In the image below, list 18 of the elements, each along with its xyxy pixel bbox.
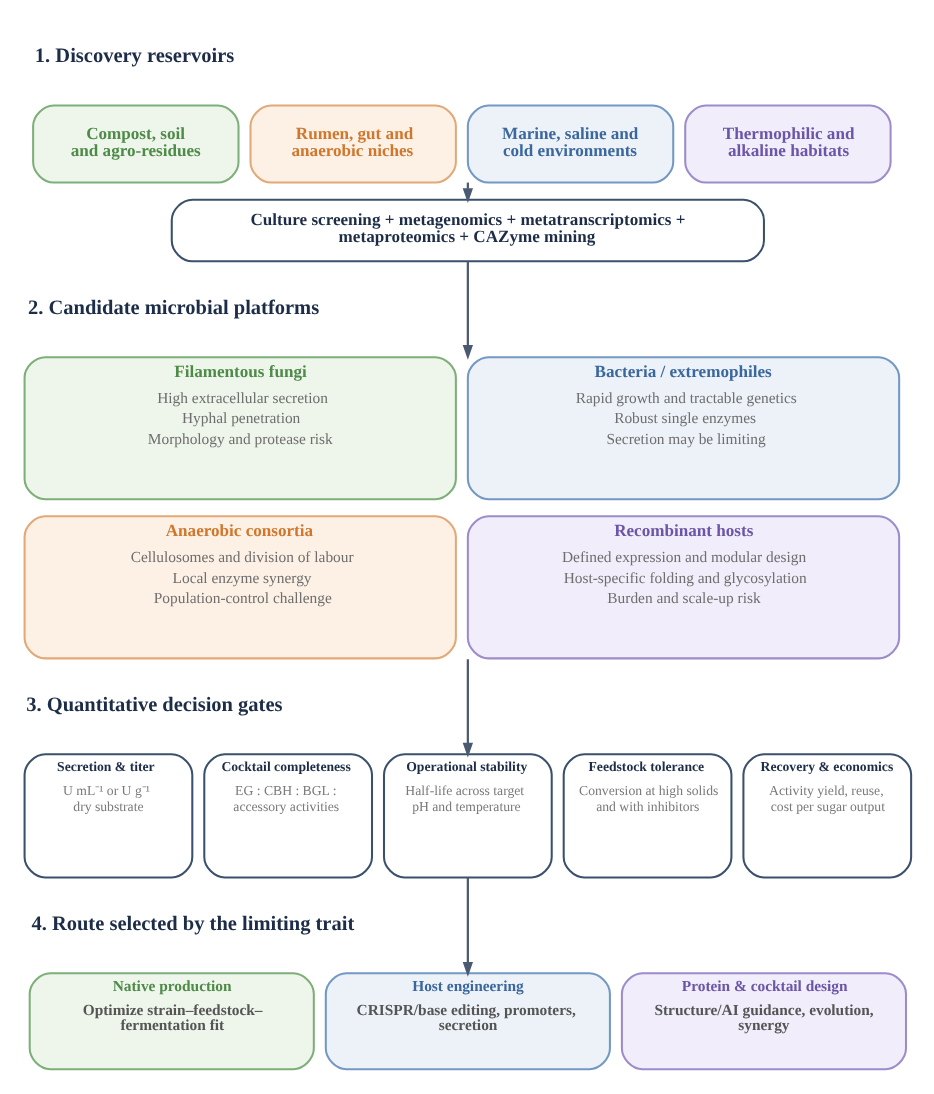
node-box: Marine, saline and cold environments [466,103,675,183]
label: 4. Route selected by the limiting trait [31,912,355,935]
node-box: Protein & cocktail design Structure/AI guidance, evolution, synergy [620,971,908,1070]
node-box: Thermophilic and alkaline habitats [684,103,892,183]
label: 2. Candidate microbial platforms [28,296,320,319]
node-box: Bacteria / extremophiles Rapid growth and tractable genetics Robust single enzymes Secretion may be limiting [466,355,901,500]
node-box: Rumen, gut and anaerobic niches [249,103,457,183]
label: 1. Discovery reservoirs [34,45,235,68]
arrow [462,876,473,976]
node-box: Compost, soil and agro-residues [32,103,240,183]
label: 3. Quantitative decision gates [26,693,283,716]
node-box: Native production Optimize strain–feedstock–fermentation fit [28,971,315,1070]
node-box: Host engineering CRISPR/base editing, promoters, secretion [324,971,611,1070]
node-box: Recombinant hosts Defined expression and modular design Host-specific folding and glycosylation Burden and scale-up risk [466,514,901,659]
node-box: Anaerobic consortia Cellulosomes and division of labour Local enzyme synergy Population-control challenge [23,514,457,659]
node-box: Culture screening + metagenomics + metatranscriptomics + metaproteomics + CAZyme mining [170,197,765,262]
arrow [462,260,473,359]
node-box: Filamentous fungi High extracellular secretion Hyphal penetration Morphology and protease risk [23,355,457,500]
